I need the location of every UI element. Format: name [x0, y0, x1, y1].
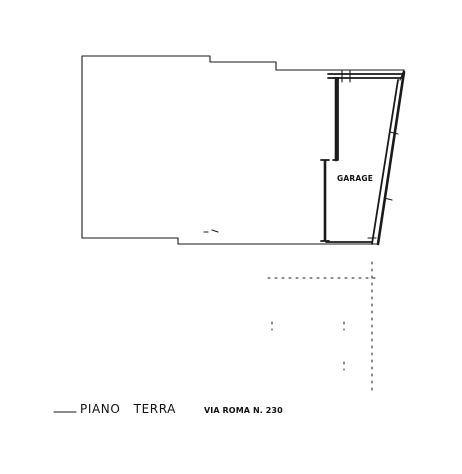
- garage-top-wall: [327, 69, 405, 83]
- property-boundary-dashed: [267, 261, 379, 393]
- plan-title: PIANO TERRA: [80, 402, 176, 416]
- garage-interior-wall: [320, 77, 339, 242]
- scan-marks: [203, 229, 219, 233]
- plan-address: VIA ROMA N. 230: [204, 406, 283, 415]
- room-label-garage: GARAGE: [337, 174, 373, 183]
- building-outline: [81, 55, 405, 245]
- garage-slanted-wall: [367, 70, 406, 246]
